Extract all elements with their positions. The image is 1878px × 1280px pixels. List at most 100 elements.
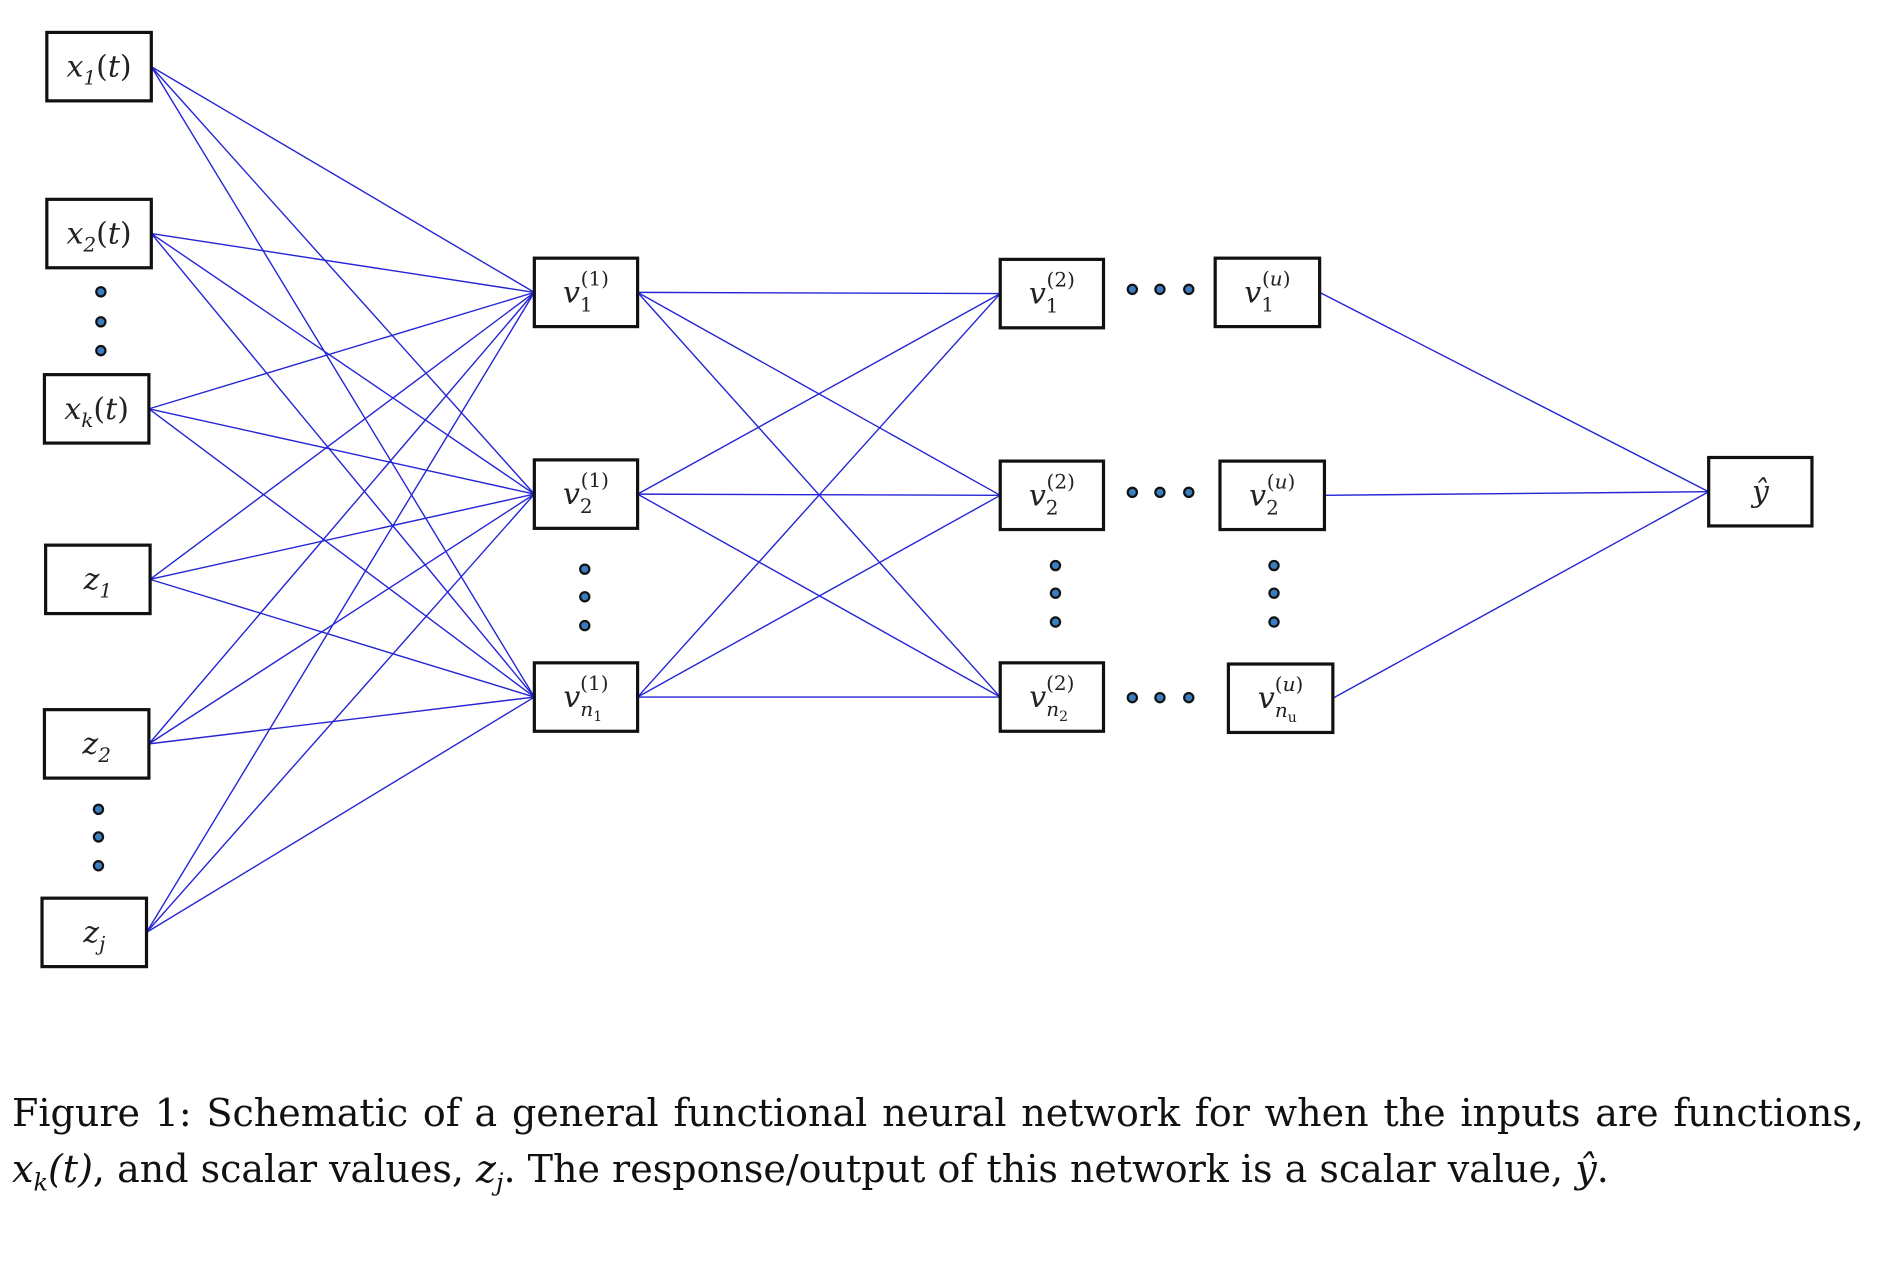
node-label-zj: zj <box>82 915 105 955</box>
edge-z1-v2_1 <box>149 493 535 581</box>
edge-xk-v1_1 <box>148 291 535 410</box>
node-box-v1_1 <box>532 256 640 329</box>
edge-x1-v2_1 <box>150 66 535 495</box>
node-v2_1: v2(1) <box>532 458 640 530</box>
edge-x1-vn1_1 <box>150 66 535 698</box>
vertical-ellipsis-dot-3 <box>92 803 105 816</box>
vertical-ellipsis-dot-11 <box>1049 616 1062 628</box>
edge-z1-v1_1 <box>149 291 535 580</box>
horizontal-ellipsis-dot-7 <box>1154 691 1166 704</box>
node-v2_u: v2(u) <box>1218 459 1327 532</box>
node-box-x1 <box>45 30 153 103</box>
edge-xk-vn1_1 <box>148 408 535 698</box>
node-label-v1_1: v1(1) <box>563 266 609 316</box>
node-box-v1_u <box>1213 256 1322 329</box>
ellipsis-dots <box>92 283 1280 872</box>
node-box-v2_u <box>1218 459 1327 532</box>
edge-v2_1-v1_2 <box>637 292 1001 495</box>
caption-text-3: . The response/output of this network is… <box>503 1147 1564 1191</box>
vertical-ellipsis-dot-13 <box>1268 587 1280 599</box>
horizontal-ellipsis-dot-5 <box>1183 486 1195 499</box>
caption-math-yhat: ŷ <box>1575 1147 1597 1191</box>
node-label-vn1_1: vn1(1) <box>563 671 608 725</box>
node-label-v2_2: v2(2) <box>1029 469 1075 519</box>
horizontal-ellipsis-dot-8 <box>1183 691 1195 704</box>
edge-zj-vn1_1 <box>146 696 535 933</box>
caption-math-zj: zj <box>476 1147 504 1197</box>
node-x1: x1(t) <box>45 30 153 103</box>
edge-v1_u-yhat <box>1319 291 1710 493</box>
vertical-ellipsis-dot-1 <box>95 316 107 328</box>
horizontal-ellipsis-dot-0 <box>1126 283 1139 296</box>
edge-v2_u-yhat <box>1324 491 1709 497</box>
edge-x2-v2_1 <box>150 232 535 495</box>
node-label-vnu_u: vnu(u) <box>1258 672 1303 726</box>
vertical-ellipsis-dot-0 <box>95 286 107 298</box>
vertical-ellipsis-dot-4 <box>92 831 105 843</box>
horizontal-ellipsis-dot-6 <box>1126 691 1139 704</box>
edge-z2-v1_1 <box>148 291 535 745</box>
node-label-xk: xk(t) <box>64 392 129 432</box>
caption-math-xk: xk(t) <box>12 1147 93 1197</box>
edge-z2-vn1_1 <box>148 696 535 745</box>
neural-network-diagram: x1(t) x2(t) xk(t) z1 z2 zj v1(1) v2(1) vn1(1) v1(… <box>40 30 1814 969</box>
node-xk: xk(t) <box>42 373 151 445</box>
node-box-vnu_u <box>1226 662 1335 735</box>
node-label-vn2_2: vn2(2) <box>1029 671 1074 725</box>
node-box-v1_2 <box>998 257 1106 330</box>
edge-x2-vn1_1 <box>150 233 535 698</box>
vertical-ellipsis-dot-6 <box>579 563 591 575</box>
edge-vn1_1-v1_2 <box>637 293 1001 698</box>
vertical-ellipsis-dot-5 <box>92 860 105 872</box>
node-box-z1 <box>44 543 152 616</box>
vertical-ellipsis-dot-12 <box>1268 559 1280 572</box>
edge-vnu_u-yhat <box>1332 491 1710 699</box>
node-label-v2_1: v2(1) <box>563 468 609 518</box>
node-vn2_2: vn2(2) <box>998 661 1106 733</box>
vertical-ellipsis-dot-10 <box>1049 587 1062 599</box>
node-label-yhat: ŷ <box>1750 475 1770 510</box>
edge-x2-v1_1 <box>151 232 535 294</box>
node-label-v2_u: v2(u) <box>1249 469 1295 519</box>
node-v2_2: v2(2) <box>998 459 1106 532</box>
node-box-vn2_2 <box>998 661 1106 733</box>
node-box-yhat <box>1707 455 1814 528</box>
edge-z1-vn1_1 <box>149 578 535 698</box>
node-vnu_u: vnu(u) <box>1226 662 1335 735</box>
node-label-z2: z2 <box>81 727 111 767</box>
node-box-v2_2 <box>998 459 1106 532</box>
connection-lines <box>145 66 1710 933</box>
node-box-x2 <box>45 197 153 270</box>
network-nodes: x1(t) x2(t) xk(t) z1 z2 zj v1(1) v2(1) vn1(1) v1(… <box>40 30 1814 969</box>
node-label-z1: z1 <box>83 562 113 602</box>
node-box-zj <box>40 896 149 969</box>
node-v1_2: v1(2) <box>998 257 1106 330</box>
horizontal-ellipsis-dot-2 <box>1183 283 1195 296</box>
node-label-x1: x1(t) <box>66 50 131 90</box>
vertical-ellipsis-dot-8 <box>579 619 591 632</box>
horizontal-ellipsis-dot-1 <box>1154 283 1166 296</box>
edge-z2-v2_1 <box>148 493 535 745</box>
node-box-xk <box>42 373 151 445</box>
node-x2: x2(t) <box>45 197 153 270</box>
caption-text-4: . <box>1596 1147 1609 1191</box>
node-yhat: ŷ <box>1707 455 1814 528</box>
node-label-x2: x2(t) <box>66 217 131 257</box>
edge-zj-v1_1 <box>145 292 535 933</box>
caption-text-1: Schematic of a general functional neural… <box>206 1091 1864 1135</box>
node-label-v1_u: v1(u) <box>1244 266 1290 316</box>
node-box-z2 <box>42 708 151 780</box>
edge-vn1_1-v2_2 <box>637 494 1001 698</box>
node-label-v1_2: v1(2) <box>1029 268 1075 318</box>
node-box-v2_1 <box>532 458 640 530</box>
node-v1_1: v1(1) <box>532 256 640 329</box>
caption-text-2: , and scalar values, <box>92 1147 464 1191</box>
node-box-vn1_1 <box>532 661 640 733</box>
edge-xk-v2_1 <box>148 408 535 495</box>
figure-number: Figure 1: <box>12 1091 192 1135</box>
horizontal-ellipsis-dot-3 <box>1126 486 1139 499</box>
vertical-ellipsis-dot-14 <box>1268 616 1280 628</box>
horizontal-ellipsis-dot-4 <box>1154 486 1166 499</box>
edge-x1-v1_1 <box>150 66 535 293</box>
edge-zj-v2_1 <box>145 493 535 933</box>
